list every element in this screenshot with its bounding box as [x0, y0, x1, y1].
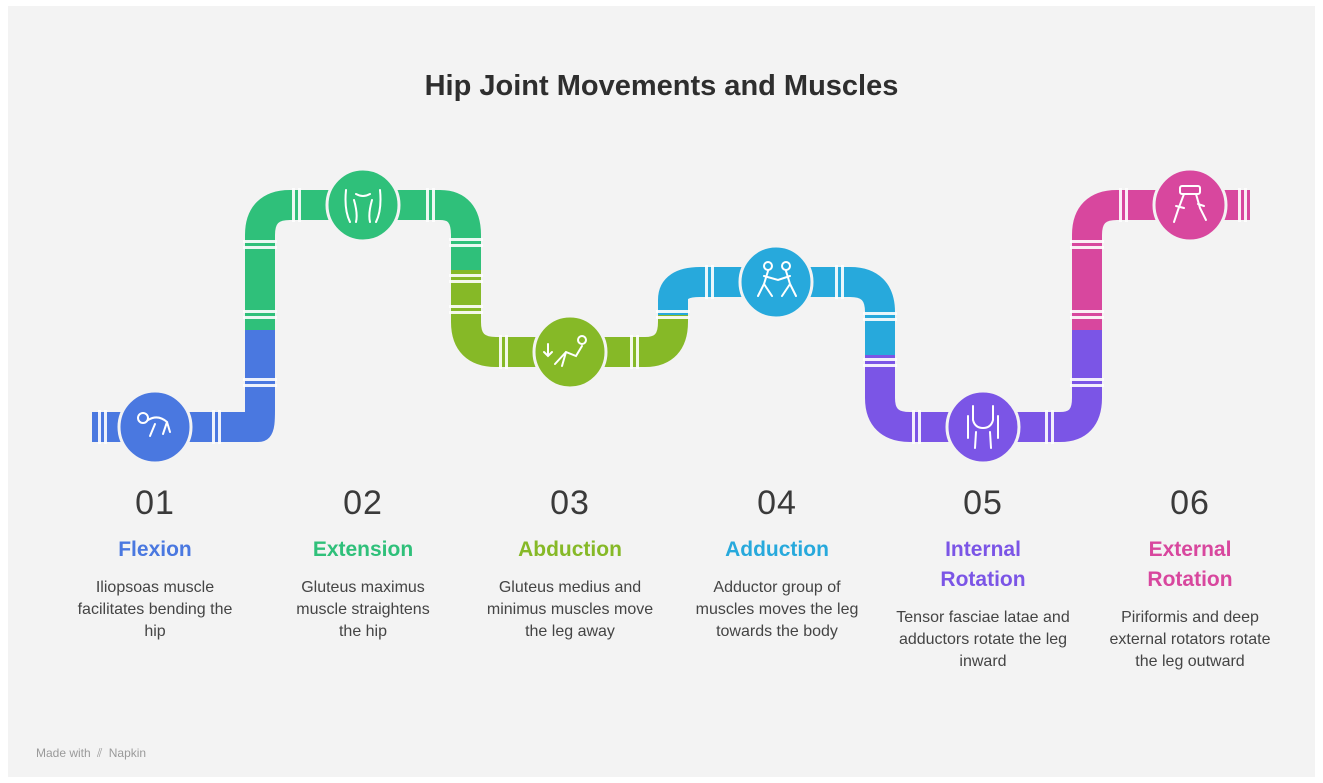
internal-rotation-node: [945, 389, 1021, 465]
step-description: Iliopsoas muscle facilitates bending the…: [77, 579, 233, 640]
footer-made-with: Made with: [36, 746, 91, 760]
step-extension: 02 Extension Gluteus maximus muscle stra…: [263, 483, 463, 643]
footer-attribution: Made with ⫽ Napkin: [36, 746, 146, 761]
pipe-external-rotation: [1072, 190, 1250, 330]
napkin-logo-icon: ⫽: [97, 746, 103, 760]
step-label: Adduction: [725, 538, 829, 561]
flexion-node: [117, 389, 193, 465]
step-number: 01: [135, 484, 175, 522]
step-number: 02: [343, 484, 383, 522]
knee-joint-icon: [967, 405, 999, 449]
step-description: Gluteus medius and minimus muscles move …: [486, 579, 654, 640]
adduction-node: [738, 244, 814, 320]
step-internal-rotation: 05 Internal Rotation Tensor fasciae lata…: [883, 483, 1083, 673]
step-adduction: 04 Adduction Adductor group of muscles m…: [677, 483, 877, 643]
pipe-flexion: [92, 330, 275, 442]
footer-brand: Napkin: [108, 746, 147, 760]
step-number: 05: [963, 484, 1003, 522]
step-abduction: 03 Abduction Gluteus medius and minimus …: [470, 483, 670, 643]
step-description: Gluteus maximus muscle straightens the h…: [296, 579, 430, 640]
gluteal-muscles-icon: [344, 189, 382, 223]
step-label: Internal Rotation: [940, 538, 1026, 591]
two-people-icon: [757, 261, 797, 297]
step-number: 04: [757, 484, 797, 522]
step-label: Flexion: [118, 538, 192, 561]
page-title: Hip Joint Movements and Muscles: [424, 70, 899, 102]
step-label: External Rotation: [1147, 538, 1233, 591]
crawling-baby-icon: [137, 412, 171, 437]
step-flexion: 01 Flexion Iliopsoas muscle facilitates …: [55, 483, 255, 643]
step-label: Abduction: [518, 538, 622, 561]
extension-node: [325, 167, 401, 243]
external-rotation-node: [1152, 167, 1228, 243]
reclining-person-icon: [543, 335, 587, 367]
step-description: Adductor group of muscles moves the leg …: [695, 579, 859, 640]
step-number: 03: [550, 484, 590, 522]
step-external-rotation: 06 External Rotation Piriformis and deep…: [1090, 483, 1290, 673]
leg-brace-icon: [1173, 185, 1207, 223]
step-description: Tensor fasciae latae and adductors rotat…: [896, 609, 1070, 670]
abduction-node: [532, 314, 608, 390]
step-description: Piriformis and deep external rotators ro…: [1109, 609, 1271, 670]
step-label: Extension: [312, 538, 414, 561]
step-number: 06: [1170, 484, 1210, 522]
